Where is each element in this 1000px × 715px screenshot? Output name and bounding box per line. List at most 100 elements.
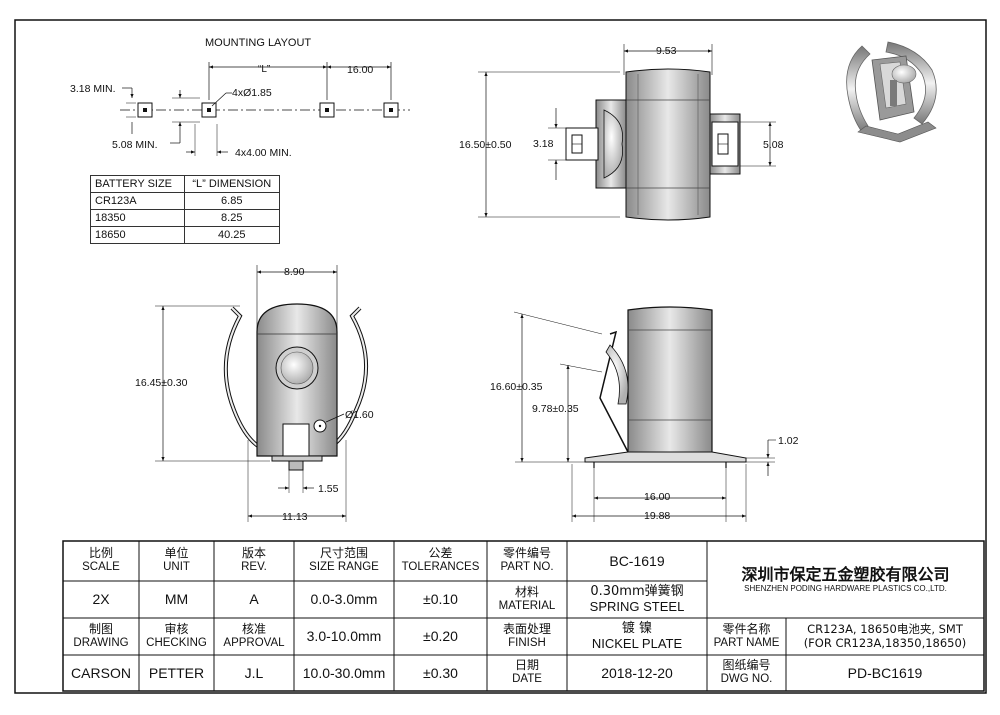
- dim-pad-size: 4x4.00 MIN.: [235, 147, 292, 159]
- rev-label-cn: 版本: [241, 546, 266, 561]
- battery-table-cell: 18350: [90, 209, 185, 227]
- finish-header: 表面处理 FINISH: [487, 618, 567, 655]
- approval-label-cn: 核准: [241, 621, 266, 636]
- top-view: 9.53 16.50±0.50 3.18 5.08: [459, 44, 784, 221]
- dim-front-height: 16.45±0.30: [135, 377, 188, 389]
- size-range-value: 3.0-10.0mm: [306, 628, 382, 645]
- part-no-label-cn: 零件编号: [502, 546, 551, 561]
- date-label-en: DATE: [512, 673, 542, 686]
- dwg-no-value: PD-BC1619: [847, 664, 923, 681]
- company-name-en: SHENZHEN PODING HARDWARE PLASTICS CO.,LT…: [744, 584, 947, 594]
- scale-label-cn: 比例: [88, 546, 113, 561]
- size-range-header: 尺寸范围 SIZE RANGE: [294, 541, 394, 581]
- company-block: 深圳市保定五金塑胶有限公司 SHENZHEN PODING HARDWARE P…: [707, 541, 984, 618]
- material-value: 0.30mm弹簧钢 SPRING STEEL: [567, 581, 707, 618]
- part-name-value: CR123A, 18650电池夹, SMT (FOR CR123A,18350,…: [786, 618, 984, 655]
- mounting-title: MOUNTING LAYOUT: [205, 37, 311, 49]
- unit-header: 单位 UNIT: [139, 541, 214, 581]
- finish-value-en: NICKEL PLATE: [591, 635, 683, 651]
- scale-value: 2X: [92, 591, 110, 608]
- part-name-value-line1: CR123A, 18650电池夹, SMT: [807, 622, 963, 637]
- finish-label-cn: 表面处理: [502, 621, 551, 636]
- material-value-en: SPRING STEEL: [589, 598, 685, 614]
- dim-16: 16.00: [347, 64, 373, 76]
- dim-side-span: 16.00: [644, 491, 670, 503]
- title-block: 比例 SCALE 单位 UNIT 版本 REV. 尺寸范围 SIZE RANGE…: [63, 541, 984, 691]
- part-name-label-en: PART NAME: [713, 636, 780, 649]
- dwg-no-label-cn: 图纸编号: [722, 658, 771, 673]
- part-name-header: 零件名称 PART NAME: [707, 618, 786, 655]
- date-header: 日期 DATE: [487, 655, 567, 691]
- material-header: 材料 MATERIAL: [487, 581, 567, 618]
- tolerance-value: ±0.20: [423, 628, 458, 645]
- finish-value: 镀 镍 NICKEL PLATE: [567, 618, 707, 655]
- dim-L: “L”: [258, 64, 270, 75]
- checking-value: PETTER: [148, 664, 205, 681]
- drawing-header: 制图 DRAWING: [63, 618, 139, 655]
- mounting-pad: [137, 102, 153, 118]
- date-value: 2018-12-20: [601, 664, 673, 681]
- battery-table-cell: 18650: [90, 226, 185, 244]
- dim-front-pin: 1.55: [318, 483, 339, 495]
- rev-value: A: [249, 591, 259, 608]
- part-no-label-en: PART NO.: [500, 561, 554, 574]
- tolerance-value: ±0.10: [423, 591, 458, 608]
- approval-header: 核准 APPROVAL: [214, 618, 294, 655]
- approval-value: J.L: [244, 664, 264, 681]
- dim-side-base: 1.02: [778, 435, 799, 447]
- title-block-grid: [62, 540, 985, 692]
- side-view: 16.60±0.35 9.78±0.35 1.02 16.00 19.88: [490, 306, 799, 522]
- dim-top-height: 16.50±0.50: [459, 139, 512, 151]
- dwg-no-header: 图纸编号 DWG NO.: [707, 655, 786, 691]
- dim-hole-dia: 4xØ1.85: [232, 87, 272, 99]
- dim-side-inner: 9.78±0.35: [532, 403, 579, 415]
- mounting-pad: [201, 102, 217, 118]
- unit-label-en: UNIT: [163, 561, 190, 574]
- product-render-image: [846, 41, 937, 143]
- dim-front-width-top: 8.90: [284, 266, 305, 278]
- size-range-label-cn: 尺寸范围: [319, 546, 368, 561]
- unit-value: MM: [164, 591, 189, 608]
- part-name-value-line2: (FOR CR123A,18350,18650): [803, 635, 967, 650]
- tolerances-label-en: TOLERANCES: [401, 561, 480, 574]
- scale-header: 比例 SCALE: [63, 541, 139, 581]
- dim-front-width-base: 11.13: [282, 511, 308, 523]
- dim-top-right-tab: 5.08: [763, 139, 784, 151]
- battery-size-table: BATTERY SIZE “L” DIMENSION CR123A 6.85 1…: [90, 175, 280, 244]
- checking-header: 审核 CHECKING: [139, 618, 214, 655]
- part-name-label-cn: 零件名称: [722, 621, 771, 636]
- front-view: 8.90 16.45±0.30 Ø1.60 1.55 11: [135, 265, 374, 523]
- tolerances-header: 公差 TOLERANCES: [394, 541, 487, 581]
- checking-label-cn: 审核: [164, 621, 189, 636]
- dim-side-height: 16.60±0.35: [490, 381, 543, 393]
- tolerances-label-cn: 公差: [428, 546, 453, 561]
- scale-label-en: SCALE: [82, 561, 120, 574]
- finish-value-cn: 镀 镍: [621, 620, 653, 636]
- dim-318-min: 3.18 MIN.: [70, 83, 116, 95]
- drawing-value: CARSON: [71, 664, 131, 681]
- drawing-label-en: DRAWING: [73, 636, 129, 649]
- material-label-cn: 材料: [514, 584, 539, 599]
- dim-top-left-tab: 3.18: [533, 138, 554, 150]
- size-range-value: 10.0-30.0mm: [302, 664, 386, 681]
- battery-table-cell: 6.85: [183, 192, 280, 210]
- part-no-value: BC-1619: [609, 552, 665, 569]
- dim-side-overall: 19.88: [644, 510, 670, 522]
- drawing-label-cn: 制图: [88, 621, 113, 636]
- date-label-cn: 日期: [514, 658, 539, 673]
- mounting-layout: MOUNTING LAYOUT “L” 16.00 3.18 MIN.: [70, 37, 410, 159]
- unit-label-cn: 单位: [164, 546, 189, 561]
- battery-table-header: “L” DIMENSION: [183, 175, 280, 193]
- rev-label-en: REV.: [241, 561, 267, 574]
- company-name-cn: 深圳市保定五金塑胶有限公司: [741, 564, 950, 584]
- dwg-no-label-en: DWG NO.: [720, 673, 773, 686]
- dim-508-min: 5.08 MIN.: [112, 139, 158, 151]
- dim-front-hole: Ø1.60: [345, 409, 374, 421]
- mounting-pad: [383, 102, 399, 118]
- part-no-header: 零件编号 PART NO.: [487, 541, 567, 581]
- finish-label-en: FINISH: [508, 636, 546, 649]
- sheet-border: [14, 19, 987, 694]
- battery-table-cell: 8.25: [183, 209, 280, 227]
- battery-table-header: BATTERY SIZE: [90, 175, 185, 193]
- battery-table-cell: CR123A: [90, 192, 185, 210]
